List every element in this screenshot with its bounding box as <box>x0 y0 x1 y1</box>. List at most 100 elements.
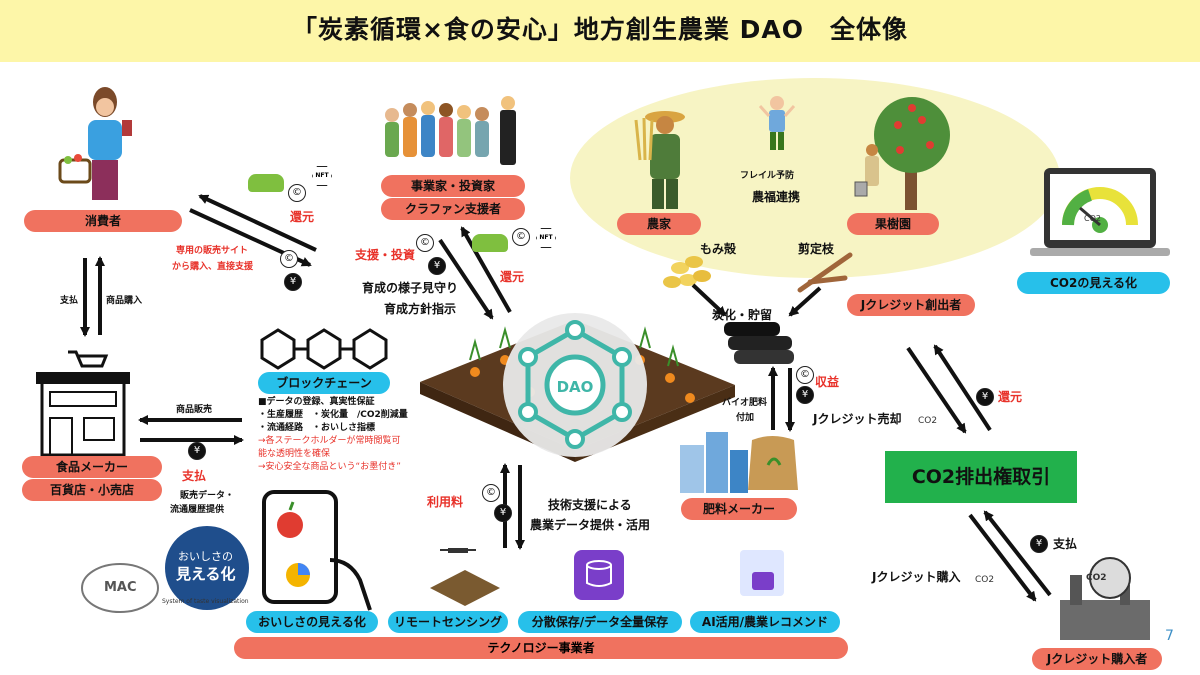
investors-illustration <box>385 96 516 165</box>
header-band <box>0 0 1200 62</box>
text-growth-policy: 育成方針指示 <box>384 302 457 316</box>
charcoal-illustration <box>724 322 794 364</box>
coin-icon: © <box>482 484 500 502</box>
yen-icon: ¥ <box>188 442 206 460</box>
text-refund-investor: 還元 <box>500 270 525 284</box>
text-carbonize: 炭化・貯留 <box>712 308 773 322</box>
vegetable-basket-icon <box>472 234 508 252</box>
label-fertilizer-maker: 肥料メーカー <box>681 498 797 520</box>
blockchain-item: 能な透明性を確保 <box>258 449 331 459</box>
dao-hub <box>503 313 647 457</box>
label-food-maker: 食品メーカー <box>22 456 162 478</box>
nft-icon: NFT <box>312 166 332 186</box>
factory-illustration <box>1060 557 1150 640</box>
label-tech-vendor: テクノロジー事業者 <box>234 637 848 659</box>
text-refund-jcredit: 還元 <box>998 390 1023 404</box>
yen-icon: ¥ <box>494 504 512 522</box>
label-taste-visual: おいしさの見える化 <box>246 611 378 633</box>
dao-label: DAO <box>557 378 594 396</box>
text-payment-red: 支払 <box>182 469 207 483</box>
text-usage-fee: 利用料 <box>427 495 464 509</box>
text-refund-consumer: 還元 <box>290 210 315 224</box>
label-investor: 事業家・投資家 <box>381 175 525 197</box>
text-product-sale: 商品販売 <box>176 405 213 415</box>
text-pruned-branch: 剪定枝 <box>798 242 835 256</box>
text-bio-fert-2: 付加 <box>736 413 755 423</box>
yen-icon: ¥ <box>796 386 814 404</box>
text-agri-welfare: 農福連携 <box>752 190 801 204</box>
text-jcredit-sale: Jクレジット売却 <box>813 412 902 426</box>
taste-logo-text-2: 見える化 <box>176 565 236 583</box>
co2-cloud-icon-2: CO2 <box>975 575 995 585</box>
consumer-illustration <box>58 87 132 200</box>
yen-icon: ¥ <box>1030 535 1048 553</box>
elderly-illustration <box>758 96 796 150</box>
yen-icon: ¥ <box>284 273 302 291</box>
text-distribution-data: 流通履歴提供 <box>170 505 225 515</box>
mac-logo-text: MAC <box>104 580 137 595</box>
co2-factory-text: CO2 <box>1086 573 1107 583</box>
blockchain-cubes-illustration <box>260 328 388 370</box>
label-distributed-storage: 分散保存/データ全量保存 <box>518 611 682 633</box>
text-purchase: 商品購入 <box>106 296 143 306</box>
yen-icon: ¥ <box>976 388 994 406</box>
yen-icon: ¥ <box>428 257 446 275</box>
text-watch-growth: 育成の様子見守り <box>362 281 459 295</box>
text-bio-fert: バイオ肥料 <box>722 398 768 408</box>
label-jcredit-creator: Jクレジット創出者 <box>847 294 975 316</box>
nft-icon: NFT <box>536 228 556 248</box>
label-orchard: 果樹園 <box>847 213 939 235</box>
text-tech-support: 技術支援による <box>548 498 632 512</box>
text-agri-data: 農業データ提供・活用 <box>530 518 651 532</box>
trade-box: CO2排出権取引 <box>885 451 1077 503</box>
remote-sensing-illustration <box>430 548 500 606</box>
coin-icon: © <box>512 228 530 246</box>
text-profit: 収益 <box>815 375 840 389</box>
fertilizer-maker-illustration <box>680 432 798 493</box>
label-ai: AI活用/農業レコメンド <box>690 611 840 633</box>
text-support-invest: 支援・投資 <box>355 248 416 262</box>
text-frail-prevention: フレイル予防 <box>740 171 795 181</box>
label-consumer: 消費者 <box>24 210 182 232</box>
taste-logo-illustration <box>165 526 249 610</box>
blockchain-item: ・流通経路 ・おいしさ指標 <box>258 423 376 433</box>
server-illustration <box>574 550 624 600</box>
taste-logo-text-1: おいしさの <box>178 550 233 563</box>
text-jcredit-purchase: Jクレジット購入 <box>872 570 961 584</box>
orchard-area-background <box>570 78 1060 278</box>
page-title: 「炭素循環×食の安心」地方創生農業 DAO 全体像 <box>291 15 908 44</box>
taste-logo-sub: System of taste visualization <box>162 598 249 605</box>
blockchain-item: ■データの登録、真実性保証 <box>258 397 375 407</box>
phone-illustration <box>262 490 372 611</box>
text-payment: 支払 <box>60 296 79 306</box>
text-direct-sale: 専用の販売サイト <box>176 246 249 256</box>
label-farmer: 農家 <box>617 213 701 235</box>
mac-logo-illustration <box>81 563 159 613</box>
text-direct-sale-2: から購入、直接支援 <box>172 262 254 272</box>
label-blockchain: ブロックチェーン <box>258 372 390 394</box>
coin-icon: © <box>280 250 298 268</box>
coin-icon: © <box>416 234 434 252</box>
laptop-illustration <box>1030 168 1170 256</box>
text-payment-trade: 支払 <box>1053 537 1078 551</box>
text-sales-data: 販売データ・ <box>180 491 235 501</box>
blockchain-item: →安心安全な商品という“お墨付き” <box>258 462 401 472</box>
orchard-illustration <box>854 97 950 210</box>
label-crowdfunding: クラファン支援者 <box>381 198 525 220</box>
blockchain-feature-list: ■データの登録、真実性保証 ・生産履歴 ・炭化量 /CO2削減量 ・流通経路 ・… <box>258 396 428 474</box>
vegetable-basket-icon <box>248 174 284 192</box>
store-illustration <box>36 350 130 457</box>
text-rice-husk: もみ殻 <box>700 242 737 256</box>
rice-husk-illustration <box>663 256 711 288</box>
label-remote-sensing: リモートセンシング <box>388 611 508 633</box>
coin-icon: © <box>796 366 814 384</box>
blockchain-item: →各ステークホルダーが常時閲覧可 <box>258 436 401 446</box>
page-number: 7 <box>1165 628 1174 644</box>
label-retail: 百貨店・小売店 <box>22 479 162 501</box>
ai-illustration <box>740 550 784 596</box>
flow-arrows <box>80 194 1052 602</box>
label-jcredit-buyer: Jクレジット購入者 <box>1032 648 1162 670</box>
co2-cloud-icon-1: CO2 <box>918 416 938 426</box>
blockchain-item: ・生産履歴 ・炭化量 /CO2削減量 <box>258 410 408 420</box>
